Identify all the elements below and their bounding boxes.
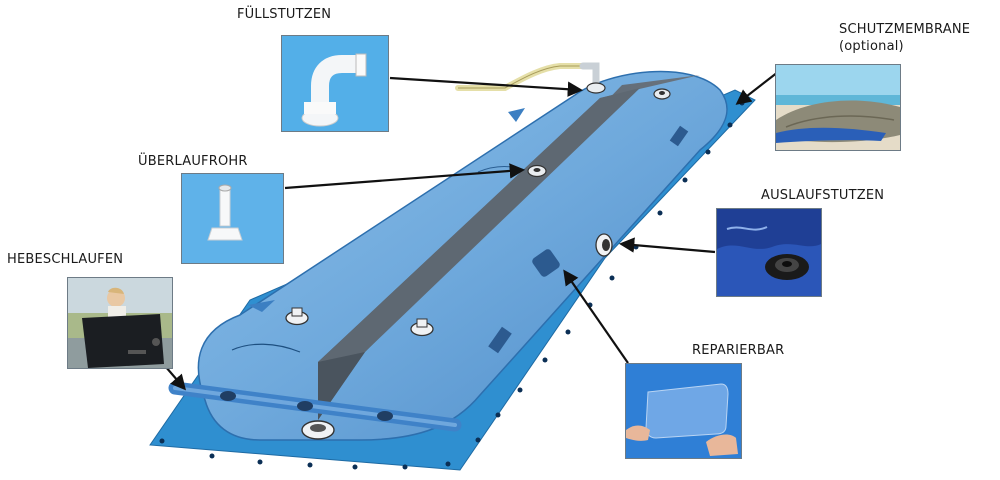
arrow-outlet: [618, 237, 716, 254]
label-outlet-socket: AUSLAUFSTUTZEN: [761, 188, 885, 203]
label-protective-membrane-note: (optional): [839, 39, 904, 54]
callout-arrows: [152, 71, 779, 391]
label-overflow-pipe: ÜBERLAUFROHR: [138, 154, 248, 169]
outlet-photo: [716, 208, 822, 297]
fill-hose: [455, 63, 588, 91]
fill-socket-photo: [281, 35, 389, 132]
arrow-fill-socket: [389, 76, 584, 97]
label-lifting-loops: HEBESCHLAUFEN: [7, 252, 124, 267]
fitting-left: [285, 307, 309, 326]
fitting-middle: [410, 318, 434, 337]
lifting-loops-photo: [67, 277, 173, 369]
overflow-photo: [181, 173, 284, 264]
sheet-grommets: [159, 100, 745, 470]
fitting-outlet: [595, 233, 613, 257]
arrow-membrane: [735, 71, 779, 105]
arrow-repair: [563, 269, 629, 364]
label-protective-membrane: SCHUTZMEMBRANE: [839, 22, 971, 37]
membrane-photo: [775, 64, 901, 151]
repair-photo: [625, 363, 742, 459]
repair-patch-spot: [532, 249, 560, 277]
fitting-fill: [586, 82, 606, 94]
fitting-bottom: [301, 420, 335, 440]
label-repairable: REPARIERBAR: [692, 343, 785, 358]
fitting-overflow: [527, 164, 547, 178]
fitting-top-right: [653, 88, 671, 100]
arrow-overflow: [284, 163, 526, 190]
label-fill-socket: FÜLLSTUTZEN: [237, 7, 332, 22]
